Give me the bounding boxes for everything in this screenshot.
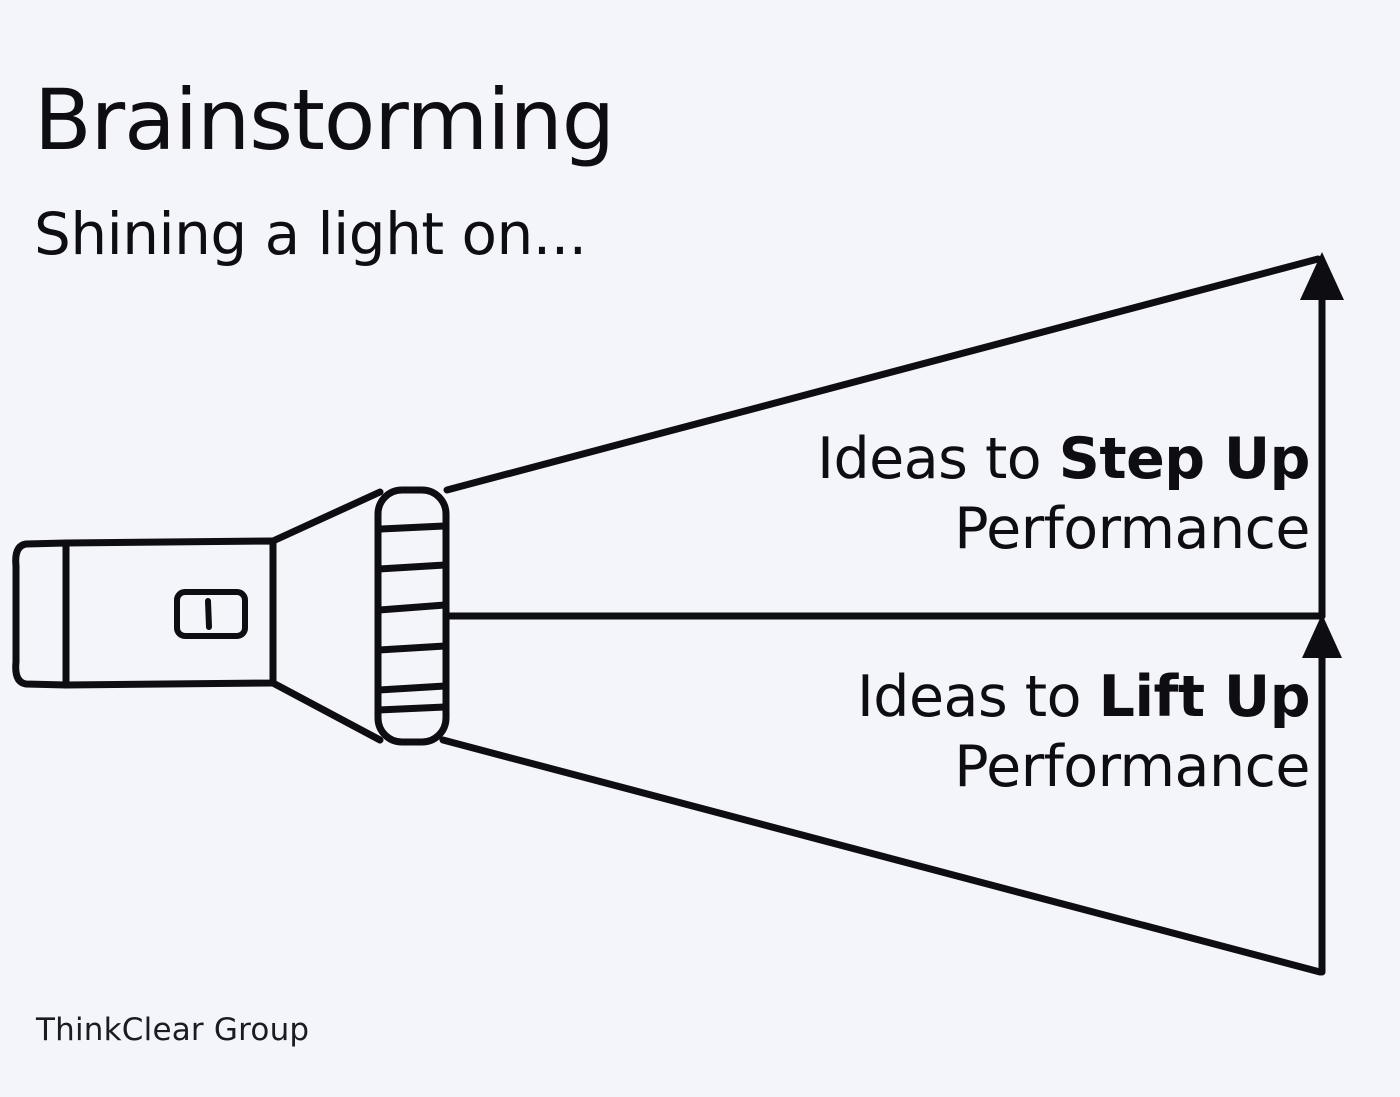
flashlight-bezel-rib-4 — [375, 642, 449, 654]
beam-label-top-emphasis: Step Up — [1058, 426, 1311, 492]
beam-label-top-lead: Ideas to — [817, 426, 1059, 492]
beam-label-bottom-line2: Performance — [954, 734, 1310, 801]
flashlight-bezel-rib-5 — [375, 682, 449, 694]
beam-label-bottom-line1: Ideas to Lift Up — [710, 662, 1311, 732]
beam-label-top-line1: Ideas to Step Up — [710, 424, 1310, 494]
flashlight-tailcap — [12, 539, 70, 689]
flashlight-bezel-rib-2 — [375, 561, 449, 573]
beam-label-bottom: Ideas to Lift Up Performance — [710, 662, 1311, 802]
beam-label-bottom-emphasis: Lift Up — [1098, 664, 1311, 730]
beam-edge-lower — [439, 736, 1324, 976]
beam-label-bottom-lead: Ideas to — [857, 664, 1099, 730]
flashlight-icon — [12, 486, 450, 746]
flashlight-bezel-rib-3 — [375, 601, 449, 614]
brand-footer: ThinkClear Group — [36, 1012, 310, 1048]
beam-edge-upper — [443, 255, 1322, 494]
flashlight-barrel — [62, 537, 277, 689]
beam-label-top-line2: Performance — [954, 496, 1310, 563]
page-title: Brainstorming — [34, 71, 615, 169]
flashlight-cone — [269, 488, 384, 744]
page-subtitle: Shining a light on... — [34, 200, 587, 268]
flashlight-switch — [174, 589, 248, 639]
flashlight-bezel-rib-1 — [376, 522, 448, 533]
flashlight-switch-marker — [205, 598, 212, 630]
beam-label-top: Ideas to Step Up Performance — [710, 424, 1310, 564]
flashlight-bezel-rib-6 — [375, 703, 449, 714]
flashlight-bezel — [374, 486, 450, 746]
up-arrow-icon-bottom — [1302, 614, 1342, 658]
up-arrow-icon-top — [1300, 252, 1344, 300]
